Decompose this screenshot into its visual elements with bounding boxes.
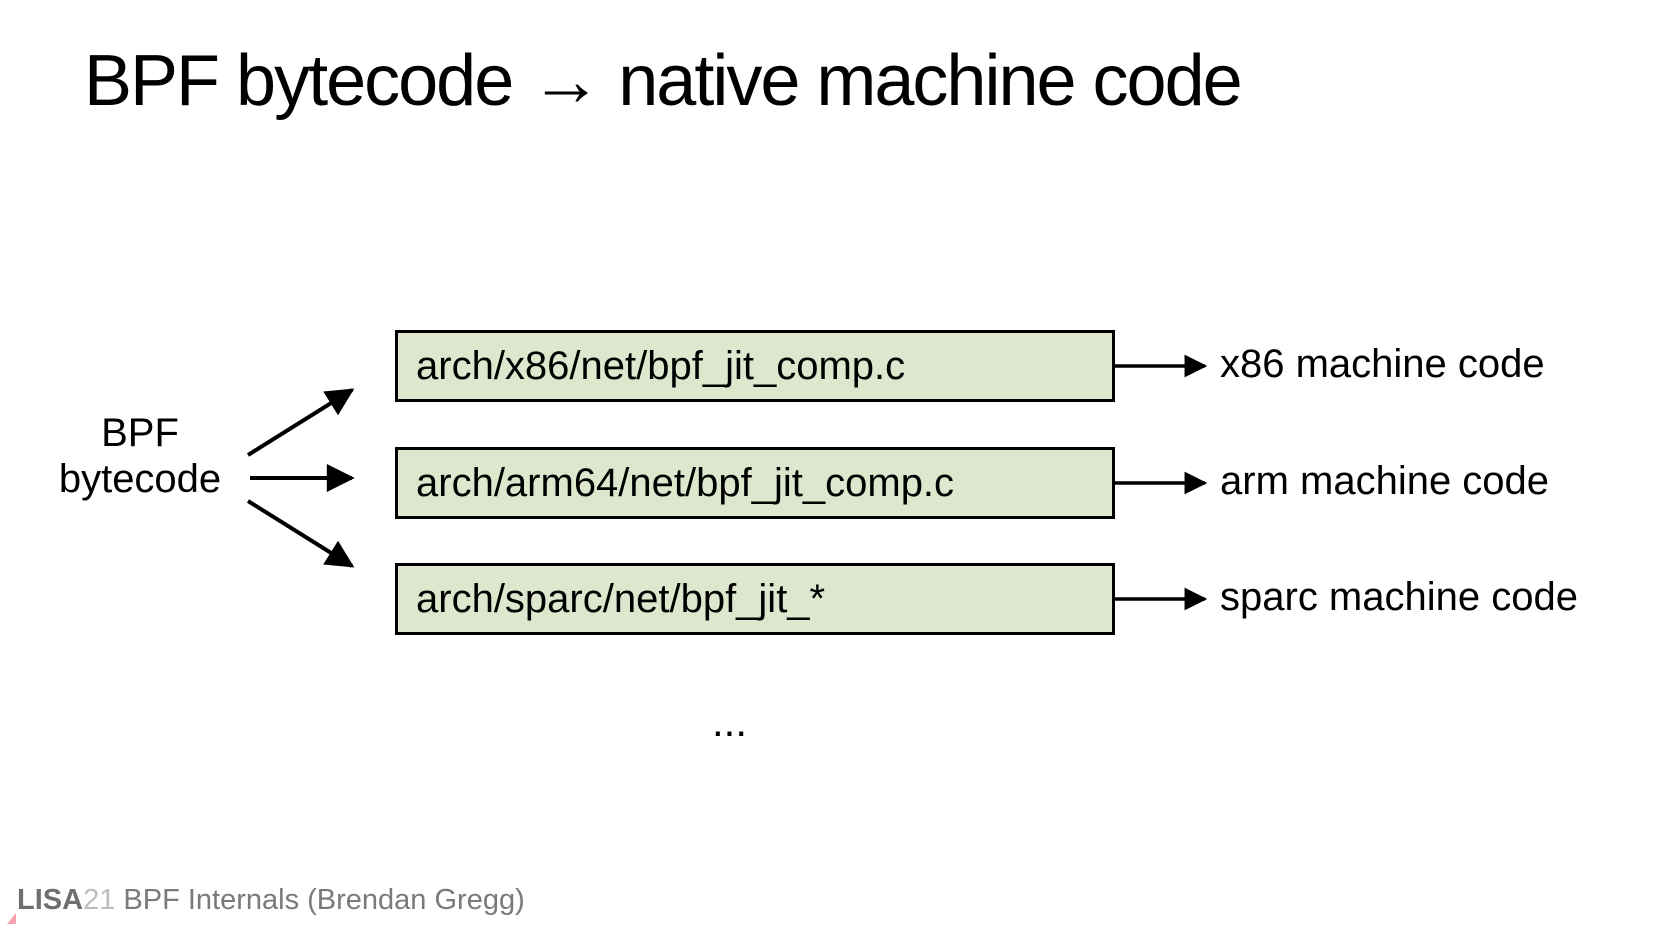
jit-file-box-arm64: arch/arm64/net/bpf_jit_comp.c <box>395 447 1115 519</box>
bpf-bytecode-label-line2: bytecode <box>58 457 222 501</box>
footer: LISA21 BPF Internals (Brendan Gregg) <box>17 884 525 917</box>
lisa-logo-year: 21 <box>83 884 116 916</box>
footer-credit-text: BPF Internals (Brendan Gregg) <box>123 884 525 916</box>
pink-flag-icon <box>7 913 16 924</box>
jit-file-box-sparc: arch/sparc/net/bpf_jit_* <box>395 563 1115 635</box>
machine-code-label-arm: arm machine code <box>1220 459 1550 503</box>
more-architectures-ellipsis: ... <box>712 698 748 745</box>
jit-file-box-x86: arch/x86/net/bpf_jit_comp.c <box>395 330 1115 402</box>
slide-title: BPF bytecode → native machine code <box>84 41 1243 121</box>
lisa-logo-text: LISA <box>17 884 84 916</box>
machine-code-label-sparc: sparc machine code <box>1220 575 1578 619</box>
machine-code-label-x86: x86 machine code <box>1220 342 1545 386</box>
fan-arrow-to-sparc <box>246 499 355 568</box>
bpf-bytecode-label: BPF bytecode <box>38 410 242 502</box>
fan-arrow-to-x86 <box>246 388 355 457</box>
bpf-bytecode-label-line1: BPF <box>101 411 179 455</box>
